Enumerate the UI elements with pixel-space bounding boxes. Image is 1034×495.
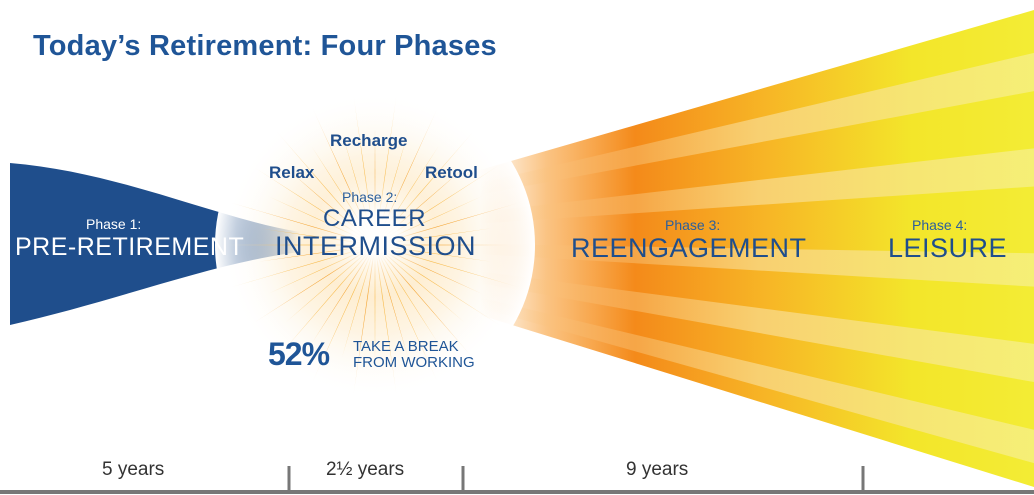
beam-shape <box>480 10 1034 487</box>
beam-stripe <box>480 297 1034 464</box>
career-intermission-sunburst <box>215 85 535 405</box>
duration-phase2: 2½ years <box>326 459 405 480</box>
word-relax: Relax <box>269 163 315 182</box>
beam-stripe <box>480 52 1034 195</box>
timeline <box>0 466 1034 494</box>
phase1-label: Phase 1: <box>86 216 142 232</box>
pre-retirement-shape <box>10 163 300 325</box>
beam-stripe <box>480 271 1034 383</box>
beam-stripe <box>480 243 1034 287</box>
phase3-name: REENGAGEMENT <box>571 233 807 263</box>
stat-percent: 52% <box>268 336 330 372</box>
stat-text-line2: FROM WORKING <box>353 354 475 371</box>
beam-stripe <box>480 148 1034 224</box>
phase4-label: Phase 4: <box>912 217 968 233</box>
phase2-name-line2: INTERMISSION <box>275 231 477 261</box>
phase3-label: Phase 3: <box>665 217 721 233</box>
beam-stripes <box>480 52 1034 464</box>
phase1-name: PRE-RETIREMENT <box>15 233 245 261</box>
duration-phase1: 5 years <box>102 459 165 480</box>
duration-phase3: 9 years <box>626 459 689 480</box>
phase2-name-line1: CAREER <box>323 205 427 232</box>
phase2-label: Phase 2: <box>342 189 398 205</box>
sunburst-core <box>313 173 437 297</box>
stat-text-line1: TAKE A BREAK <box>353 338 459 355</box>
phase4-name: LEISURE <box>888 233 1008 263</box>
word-recharge: Recharge <box>330 131 408 150</box>
reengagement-leisure-beam <box>480 10 1034 487</box>
word-retool: Retool <box>425 163 478 182</box>
page-title: Today’s Retirement: Four Phases <box>33 30 497 62</box>
